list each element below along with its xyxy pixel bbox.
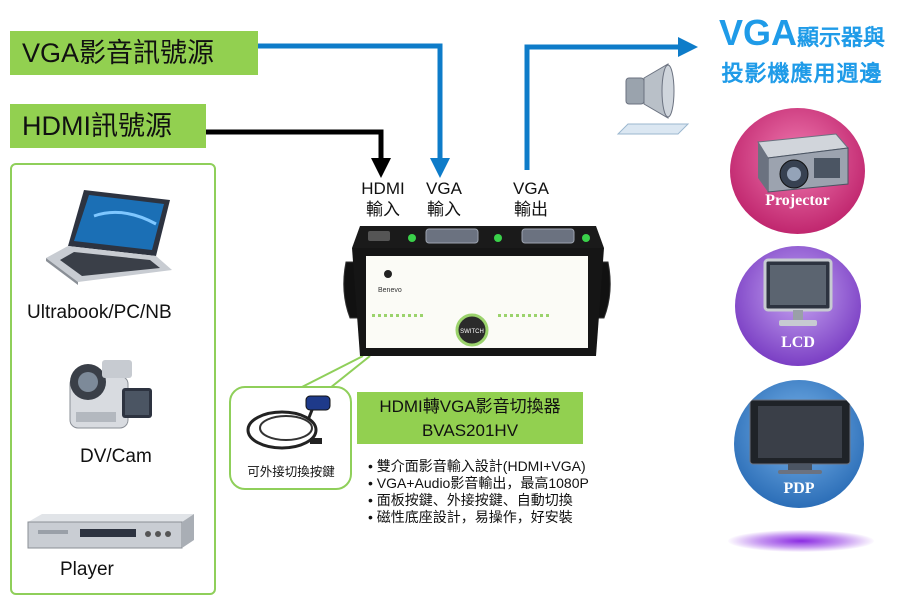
speaker-icon [616, 63, 690, 135]
feature-item: 磁性底座設計，易操作，好安裝 [368, 509, 589, 526]
product-model: BVAS201HV [421, 421, 519, 440]
camcorder-icon [69, 360, 152, 429]
lcd-monitor-icon [763, 258, 833, 326]
player-label: Player [60, 559, 114, 580]
vga-input-line2: 輸入 [427, 200, 461, 219]
external-switch-cable-icon [246, 395, 331, 450]
vga-output-line2: 輸出 [514, 200, 548, 219]
pdp-tv-icon [749, 399, 851, 474]
vga-input-line1: VGA [426, 179, 462, 198]
destination-title-line2: 投影機應用週邊 [721, 61, 883, 86]
decorative-glow [728, 530, 874, 552]
laptop-icon [46, 190, 172, 285]
projector-circle: Projector [730, 108, 865, 234]
vga-out-port-icon [521, 228, 575, 244]
dvd-player-icon [27, 514, 194, 549]
product-name-box: HDMI轉VGA影音切換器 BVAS201HV [357, 392, 583, 444]
hdmi-source-label: HDMI訊號源 [10, 104, 206, 148]
callout-line [299, 355, 364, 389]
pdp-circle: PDP [734, 380, 864, 508]
destination-title-vga: VGA [718, 12, 797, 53]
lcd-circle: LCD [735, 246, 861, 366]
vga-output-label: VGA 輸出 [505, 178, 557, 220]
hdmi-input-line1: HDMI [361, 179, 405, 198]
feature-item: 雙介面影音輸入設計(HDMI+VGA) [368, 458, 589, 475]
vga-output-arrow [524, 37, 698, 170]
external-switch-caption: 可外接切換按鍵 [247, 465, 335, 479]
switch-button [455, 313, 489, 347]
pdp-label: PDP [783, 480, 815, 497]
lcd-label: LCD [781, 334, 815, 351]
brand-text: Benevo [378, 287, 402, 294]
vga-output-line1: VGA [513, 179, 549, 198]
vga-source-arrow [258, 43, 450, 178]
feature-item: 面板按鍵、外接按鍵、自動切換 [368, 492, 589, 509]
projector-label: Projector [765, 192, 830, 209]
features-list: 雙介面影音輸入設計(HDMI+VGA) VGA+Audio影音輸出，最高1080… [368, 458, 589, 526]
destination-title-rest: 顯示器與 [797, 25, 886, 50]
destination-title: VGA顯示器與 投影機應用週邊 [702, 12, 902, 88]
feature-item: VGA+Audio影音輸出，最高1080P [368, 475, 589, 492]
hdmi-input-label: HDMI 輸入 [354, 178, 412, 220]
vga-source-label: VGA影音訊號源 [10, 31, 258, 75]
hdmi-source-arrow [206, 129, 391, 178]
projector-icon [757, 133, 849, 193]
dvcam-label: DV/Cam [80, 446, 152, 467]
hdmi-port-icon [368, 231, 390, 241]
switch-button-label: SWITCH [460, 329, 484, 335]
ultrabook-label: Ultrabook/PC/NB [27, 302, 172, 323]
vga-in-port-icon [425, 228, 479, 244]
product-name: HDMI轉VGA影音切換器 [379, 397, 561, 416]
switch-device-image: Benevo SWITCH [343, 226, 611, 356]
hdmi-input-line2: 輸入 [366, 200, 400, 219]
callout-line [329, 355, 371, 389]
vga-input-label: VGA 輸入 [418, 178, 470, 220]
